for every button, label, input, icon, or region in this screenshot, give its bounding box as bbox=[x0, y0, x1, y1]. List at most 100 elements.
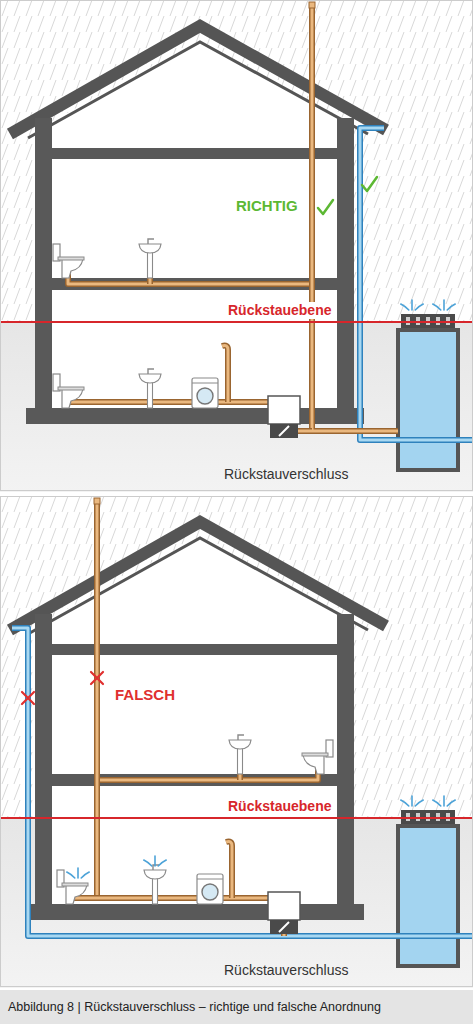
status-label: RICHTIG bbox=[234, 197, 300, 215]
water-splash bbox=[411, 300, 413, 310]
toilet-bowl bbox=[59, 389, 83, 408]
water-splash bbox=[415, 304, 423, 310]
basin-bowl bbox=[229, 740, 251, 749]
ceiling-slab bbox=[35, 644, 354, 655]
toilet-bowl bbox=[303, 755, 327, 774]
washing-machine bbox=[192, 378, 218, 408]
toilet-bowl bbox=[63, 885, 87, 904]
faucet bbox=[238, 735, 244, 740]
basin-pedestal bbox=[238, 748, 243, 774]
wall bbox=[35, 614, 52, 920]
cross-mark bbox=[22, 692, 34, 704]
backflow-valve bbox=[270, 424, 298, 438]
washer-body bbox=[197, 874, 223, 904]
pipe-core bbox=[96, 504, 99, 898]
sewage-pipe bbox=[312, 8, 398, 431]
basin-bowl bbox=[144, 870, 166, 879]
sewage-pipe bbox=[68, 270, 312, 284]
washbasin bbox=[139, 369, 161, 408]
water-splash bbox=[158, 860, 166, 866]
backflow-valve bbox=[270, 920, 298, 934]
toilet-seat bbox=[302, 753, 328, 756]
toilet bbox=[302, 740, 333, 774]
figure-caption: Abbildung 8 | Rückstauverschluss – richt… bbox=[0, 990, 473, 1024]
cross-mark bbox=[91, 672, 103, 684]
water-splash bbox=[67, 872, 75, 878]
water-splash bbox=[415, 800, 423, 806]
washer-door bbox=[197, 388, 213, 404]
vent-cap bbox=[309, 2, 315, 8]
valve-pit bbox=[268, 396, 300, 424]
valve-flap bbox=[279, 922, 289, 932]
washbasin bbox=[229, 735, 251, 774]
water-splash bbox=[443, 300, 445, 310]
water-splash bbox=[443, 796, 445, 806]
inspection-shaft bbox=[398, 826, 458, 966]
toilet-seat bbox=[62, 883, 88, 886]
basin-pedestal bbox=[148, 382, 153, 408]
toilet-bowl bbox=[59, 259, 83, 278]
washer-panel bbox=[197, 879, 223, 880]
pipe-core bbox=[226, 842, 232, 899]
washer-panel bbox=[192, 383, 218, 384]
level-label: Rückstauebene bbox=[226, 798, 333, 815]
valve-flap bbox=[279, 426, 289, 436]
toilet bbox=[53, 244, 84, 278]
water-splash bbox=[411, 796, 413, 806]
washer-door bbox=[202, 884, 218, 900]
panel-ground bbox=[0, 496, 473, 988]
washing-machine bbox=[197, 874, 223, 904]
faucet bbox=[148, 369, 154, 374]
sewage-pipe bbox=[97, 762, 318, 780]
ceiling-slab bbox=[35, 148, 354, 159]
sewage-pipe bbox=[226, 842, 232, 899]
sewage-pipe bbox=[94, 504, 100, 898]
water-splash bbox=[144, 860, 152, 866]
backflow-level-line bbox=[0, 817, 473, 819]
pipe-core bbox=[68, 270, 312, 284]
backflow-level-line bbox=[0, 321, 473, 323]
washbasin bbox=[139, 239, 161, 278]
water-splash bbox=[81, 872, 89, 878]
sewage-pipe bbox=[72, 894, 284, 936]
basin-pedestal bbox=[153, 878, 158, 904]
rainwater-pipe bbox=[12, 628, 472, 936]
wall bbox=[337, 118, 354, 424]
rainwater-pipe bbox=[360, 128, 472, 440]
panel-wrong bbox=[0, 496, 473, 988]
toilet-seat bbox=[58, 257, 84, 260]
wall bbox=[337, 614, 354, 920]
pipe-core bbox=[97, 762, 318, 780]
water-splash bbox=[154, 856, 156, 866]
part-label: Rückstauverschluss bbox=[222, 962, 351, 979]
water-splash bbox=[77, 868, 79, 878]
check-mark bbox=[362, 177, 377, 191]
roof-inner bbox=[28, 42, 368, 138]
check-mark bbox=[318, 200, 333, 214]
basin-bowl bbox=[139, 244, 161, 253]
inspection-shaft bbox=[398, 330, 458, 470]
pipe-core bbox=[312, 8, 398, 431]
basement-slab bbox=[26, 904, 364, 920]
faucet bbox=[148, 239, 154, 244]
status-label: FALSCH bbox=[113, 686, 177, 704]
washbasin bbox=[144, 865, 166, 904]
water-splash bbox=[401, 304, 409, 310]
panel-correct bbox=[0, 0, 473, 492]
pipe-core bbox=[12, 628, 472, 936]
pipe-core bbox=[72, 894, 284, 936]
water-splash bbox=[433, 800, 441, 806]
wall bbox=[35, 118, 52, 424]
water-splash bbox=[447, 800, 455, 806]
vent-cap bbox=[94, 498, 100, 504]
water-splash bbox=[447, 304, 455, 310]
water-splash bbox=[401, 800, 409, 806]
water-splash bbox=[433, 304, 441, 310]
panel-ground bbox=[0, 0, 473, 492]
pipe-core bbox=[360, 128, 472, 440]
basin-pedestal bbox=[148, 252, 153, 278]
toilet-seat bbox=[58, 387, 84, 390]
sewage-pipe bbox=[222, 346, 228, 403]
